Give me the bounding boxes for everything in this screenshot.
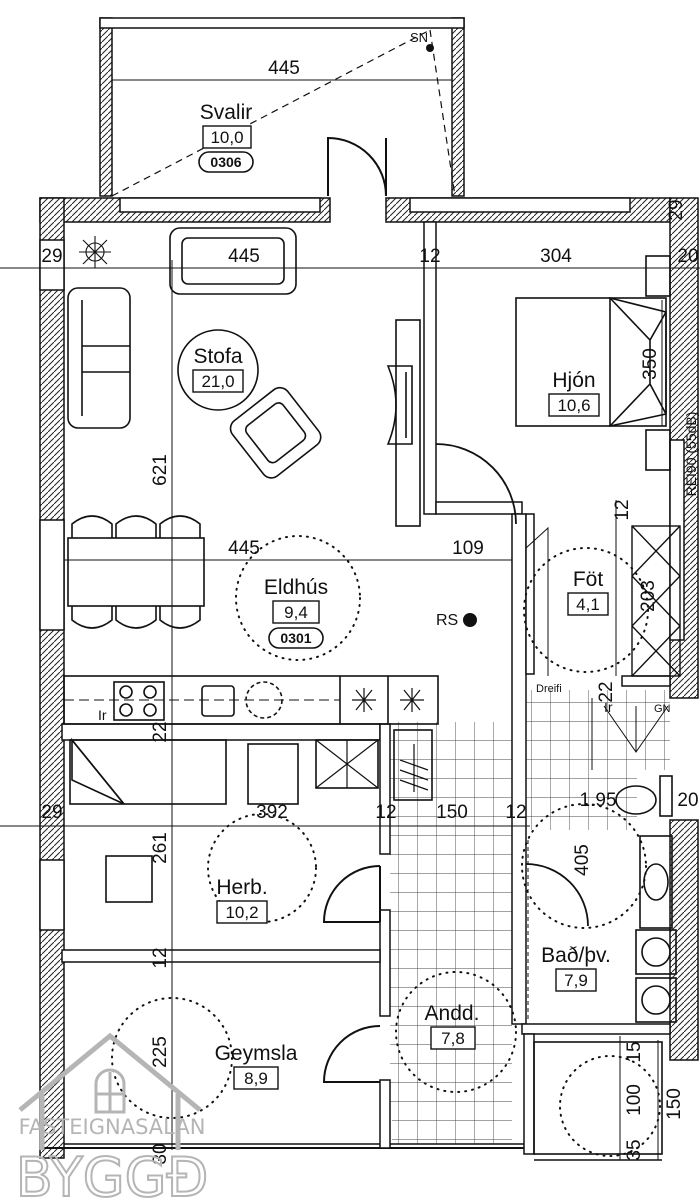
room-area-stofa: 21,0 — [201, 372, 234, 391]
bedroom-furniture — [69, 729, 433, 1083]
dim-fot-depth: 203 — [638, 580, 659, 612]
dim-bath-depth: 405 — [572, 844, 593, 876]
dim-andd-wall-right: 12 — [505, 802, 526, 823]
dim-wall-right: 20 — [677, 246, 698, 267]
dim-wall-mid: 12 — [419, 246, 440, 267]
room-name-fot: Föt — [573, 568, 604, 591]
gn-label: GN — [654, 703, 671, 715]
room-name-hjon: Hjón — [552, 369, 595, 392]
code-badge-eldhus — [268, 627, 324, 649]
room-code-eldhus: 0301 — [280, 630, 311, 646]
area-box-stofa — [192, 369, 244, 393]
dim-stofa-depth: 621 — [150, 454, 171, 486]
room-area-bad: 7,9 — [564, 971, 588, 990]
room-area-svalir: 10,0 — [210, 128, 243, 147]
room-area-herb: 10,2 — [225, 903, 258, 922]
dimension-labels: 445 445 29 12 304 20 29 350 621 445 109 … — [41, 58, 698, 1165]
fire-rating-label: REI90 (55dB) — [683, 412, 699, 497]
dim-bath-wall: 22 — [596, 681, 617, 702]
brand-watermark: FASTEIGNASALAN BYGGÐ — [15, 1032, 209, 1204]
dim-closet-width: 150 — [664, 1088, 685, 1120]
ir-label-bath: Ir — [604, 699, 613, 715]
dining-table — [67, 515, 205, 629]
kitchen-counter — [63, 675, 439, 725]
room-area-andd: 7,8 — [441, 1029, 465, 1048]
rs-label: RS — [436, 612, 458, 629]
dim-wall-left: 29 — [41, 246, 62, 267]
room-name-geymsla: Geymsla — [215, 1042, 298, 1065]
wardrobe — [525, 525, 681, 677]
room-name-bad: Bað/þv. — [541, 944, 611, 967]
room-area-hjon: 10,6 — [557, 396, 590, 415]
master-bedroom-furniture — [435, 255, 671, 660]
dim-herb-wall-bottom: 12 — [150, 947, 171, 968]
room-area-fot: 4,1 — [576, 595, 600, 614]
dim-herb-wall-left: 29 — [41, 802, 62, 823]
dim-fot-wall: 12 — [612, 499, 633, 520]
dim-eldhus-nook: 109 — [452, 538, 484, 559]
interior-walls — [61, 221, 671, 1155]
balcony — [99, 17, 465, 197]
dim-svalir-width: 445 — [268, 58, 300, 79]
dim-hjon-depth: 350 — [640, 348, 661, 380]
dim-bath-width: 1.95 — [580, 790, 617, 811]
window-logo-icon — [94, 1068, 126, 1114]
room-area-geymsla: 8,9 — [244, 1069, 268, 1088]
area-box-geymsla — [233, 1066, 279, 1090]
dim-bath-right: 20 — [677, 790, 698, 811]
room-name-eldhus: Eldhús — [264, 576, 328, 599]
room-area-eldhus: 9,4 — [284, 603, 308, 622]
dimension-lines — [0, 260, 700, 1160]
area-box-bad — [555, 968, 597, 992]
dim-stofa-width: 445 — [228, 246, 260, 267]
house-logo-icon — [18, 1032, 202, 1150]
area-box-andd — [430, 1026, 476, 1050]
room-name-herb: Herb. — [216, 876, 267, 899]
dim-closet-bottom: 35 — [624, 1139, 645, 1160]
dreifi-label: Dreifi — [536, 683, 562, 695]
area-box-svalir — [202, 125, 252, 149]
dim-herb-width: 392 — [256, 802, 288, 823]
room-code-svalir: 0306 — [210, 154, 241, 170]
dim-andd-wall-left: 12 — [375, 802, 396, 823]
watermark-line2: BYGGÐ — [16, 1146, 209, 1204]
bathroom-fixtures — [525, 705, 677, 1023]
dim-kitchen-wall: 22 — [150, 721, 171, 742]
dim-herb-depth: 261 — [150, 832, 171, 864]
area-box-eldhus — [272, 600, 320, 624]
dim-closet-top: 15 — [624, 1041, 645, 1062]
dim-geymsla-depth: 225 — [150, 1036, 171, 1068]
area-box-herb — [216, 900, 268, 924]
dim-geymsla-bottom: 30 — [150, 1143, 171, 1164]
rs-marker-icon — [463, 613, 477, 627]
code-badge-svalir — [198, 151, 254, 173]
area-box-fot — [567, 592, 609, 616]
ir-label-kitchen: Ir — [98, 707, 107, 723]
sn-label: SN — [410, 30, 428, 45]
room-name-stofa: Stofa — [193, 345, 242, 368]
exterior-walls — [39, 197, 699, 1159]
area-box-hjon — [548, 393, 600, 417]
room-name-svalir: Svalir — [200, 101, 253, 124]
dim-wall-top-right: 29 — [666, 199, 687, 220]
dim-andd-width: 150 — [436, 802, 468, 823]
room-name-andd: Andd. — [425, 1002, 480, 1025]
watermark-line1: FASTEIGNASALAN — [19, 1115, 206, 1139]
dim-eldhus-width: 445 — [228, 538, 260, 559]
dim-hjon-width: 304 — [540, 246, 572, 267]
dim-closet-depth: 100 — [624, 1084, 645, 1116]
living-furniture — [67, 227, 421, 527]
